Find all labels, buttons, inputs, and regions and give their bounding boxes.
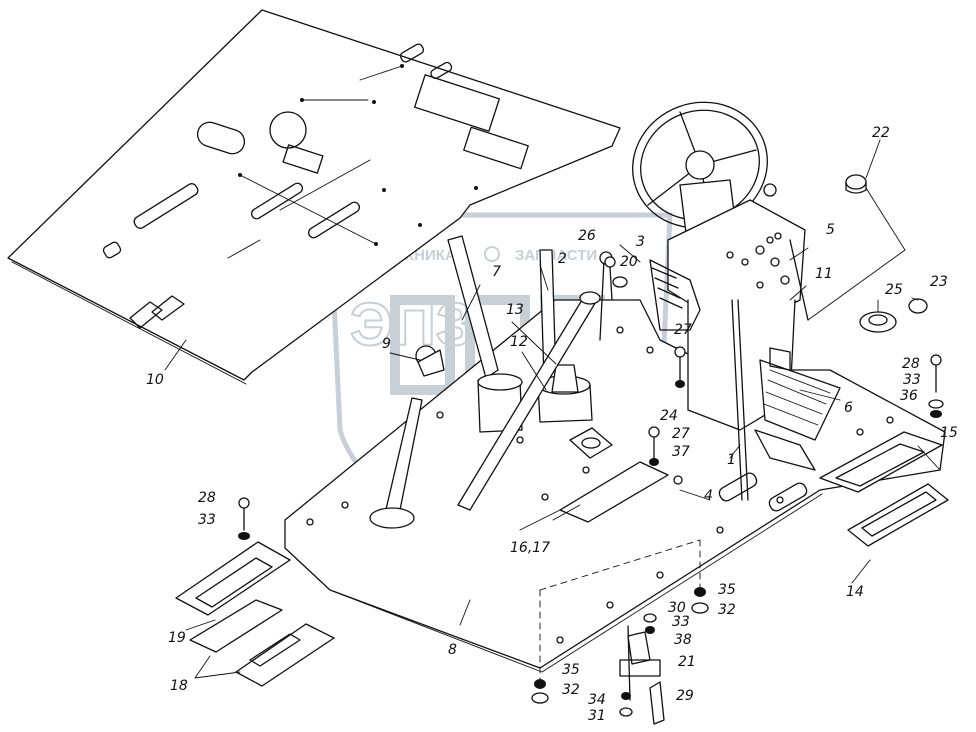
- part-hardware: [238, 174, 944, 725]
- callout-label: 7: [492, 264, 501, 280]
- callout-label: 36: [900, 388, 918, 404]
- callout-label: 13: [506, 302, 524, 318]
- callout-label: 35: [718, 582, 736, 598]
- callout-label: 38: [674, 632, 692, 648]
- watermark-text-right: ЗАПЧАСТИ: [515, 247, 597, 264]
- callout-label: 33: [672, 614, 690, 630]
- callout-label: 26: [578, 228, 596, 244]
- callout-label: 37: [672, 444, 690, 460]
- callout-label: 22: [872, 125, 890, 141]
- callout-label: 27: [674, 322, 692, 338]
- part-steering-column: [632, 101, 841, 501]
- callout-label: 31: [588, 708, 606, 724]
- part-levers: [447, 235, 613, 511]
- callout-label: 33: [903, 372, 921, 388]
- callout-label: 28: [198, 490, 216, 506]
- part-cover-plate: [519, 461, 669, 531]
- callout-label: 34: [588, 692, 606, 708]
- callout-label: 2: [558, 251, 567, 267]
- callout-labels: 1 2 3 4 5 6 7 8 9 10 11 12 13 14 15 16,1…: [146, 125, 958, 724]
- callout-label: 32: [562, 682, 580, 698]
- part-right-plates: [819, 431, 949, 547]
- callout-label: 5: [826, 222, 835, 238]
- callout-label: 16,17: [510, 540, 550, 556]
- callout-label: 11: [815, 266, 833, 282]
- callout-label: 3: [636, 234, 645, 250]
- callout-label: 9: [382, 336, 391, 352]
- callout-label: 21: [678, 654, 696, 670]
- callout-label: 27: [672, 426, 690, 442]
- callout-label: 32: [718, 602, 736, 618]
- callout-label: 23: [930, 274, 948, 290]
- watermark-logo: ЭПЗ: [350, 291, 473, 358]
- callout-label: 15: [940, 425, 958, 441]
- callout-label: 24: [660, 408, 678, 424]
- callout-label: 12: [510, 334, 528, 350]
- callout-label: 28: [902, 356, 920, 372]
- part-lever-9: [369, 345, 445, 529]
- callout-label: 33: [198, 512, 216, 528]
- callout-label: 30: [668, 600, 686, 616]
- callout-label: 1: [727, 452, 736, 468]
- callout-label: 10: [146, 372, 164, 388]
- callout-label: 20: [620, 254, 638, 270]
- part-left-plates: [175, 541, 335, 687]
- callout-label: 29: [676, 688, 694, 704]
- callout-label: 18: [170, 678, 188, 694]
- leader-lines: [164, 139, 941, 679]
- callout-label: 8: [448, 642, 457, 658]
- callout-label: 6: [844, 400, 853, 416]
- gear-icon: [484, 246, 500, 262]
- callout-label: 35: [562, 662, 580, 678]
- callout-label: 25: [885, 282, 903, 298]
- callout-label: 19: [168, 630, 186, 646]
- callout-label: 4: [704, 488, 713, 504]
- part-floor-mat: [7, 9, 621, 385]
- callout-label: 14: [846, 584, 864, 600]
